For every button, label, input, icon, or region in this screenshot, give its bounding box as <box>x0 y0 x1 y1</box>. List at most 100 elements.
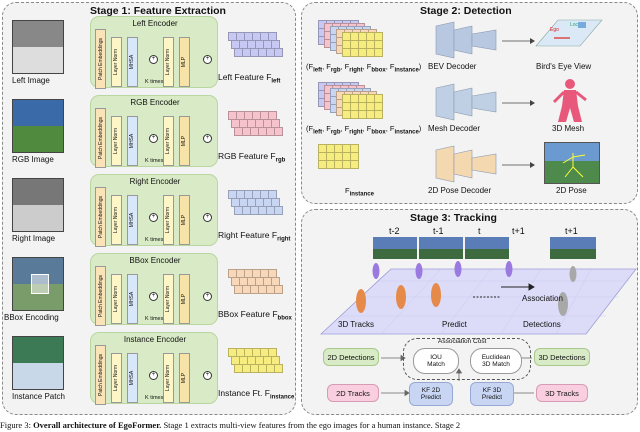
input-image <box>12 178 64 232</box>
block-patch: Patch Embeddings <box>95 266 106 326</box>
residual-add: + <box>203 292 212 301</box>
bev-ego-tag: Ego <box>550 27 559 33</box>
frame-label: t-2 <box>389 226 400 236</box>
residual-add: + <box>149 292 158 301</box>
decoder-shape <box>435 21 497 59</box>
detections-2d-box: 2D Detections <box>323 348 379 366</box>
feature-label: Right Feature Fright <box>218 230 291 243</box>
block-mlp: MLP <box>179 37 190 87</box>
feature-cell <box>374 110 383 119</box>
decoder-label: Mesh Decoder <box>428 124 481 133</box>
input-label: Instance Patch <box>12 392 65 401</box>
association-cost-label: Association Cost <box>438 338 487 345</box>
block-ln2: Layer Norm <box>163 116 174 166</box>
residual-add: + <box>149 134 158 143</box>
caption-prefix: Figure 3: <box>0 420 34 430</box>
encoder-title: RGB Encoder <box>130 98 180 107</box>
block-mhsa: MHSA <box>127 353 138 403</box>
residual-add: + <box>149 213 158 222</box>
k-times-label: K times <box>145 158 164 164</box>
block-ln1: Layer Norm <box>111 195 122 245</box>
block-mlp: MLP <box>179 116 190 166</box>
tracks-label: 3D Tracks <box>338 320 375 329</box>
feature-tensor <box>228 190 288 230</box>
block-mlp: MLP <box>179 353 190 403</box>
input-image <box>12 20 64 74</box>
flow-arrow <box>502 100 535 106</box>
feature-cell <box>274 127 283 136</box>
block-mhsa: MHSA <box>127 195 138 245</box>
caption-bold: Overall architecture of EgoFormer. <box>33 420 162 430</box>
residual-add: + <box>203 213 212 222</box>
block-mhsa: MHSA <box>127 274 138 324</box>
kf-2d-predict-box: KF 2D Predict <box>409 382 453 406</box>
fused-features <box>318 82 383 120</box>
residual-add: + <box>149 55 158 64</box>
fused-features <box>318 144 378 182</box>
output-label: 2D Pose <box>556 186 587 195</box>
bev-loc-tag: Loc <box>570 22 579 28</box>
block-ln1: Layer Norm <box>111 274 122 324</box>
bbox-overlay <box>31 274 49 294</box>
decoder-label: BEV Decoder <box>428 62 477 71</box>
flow-arrow <box>502 38 535 44</box>
block-ln2: Layer Norm <box>163 274 174 324</box>
frame-label: t+1 <box>565 226 578 236</box>
decoder-inputs: (Fleft, Frgb, Fright, Fbbox, Finstance) <box>306 124 422 136</box>
tracks-3d-box: 3D Tracks <box>536 384 588 402</box>
block-patch: Patch Embeddings <box>95 29 106 89</box>
feature-label: BBox Feature Fbbox <box>218 309 292 322</box>
encoder-title: Left Encoder <box>132 19 178 28</box>
stage1-title: Stage 1: Feature Extraction <box>90 5 226 17</box>
block-ln1: Layer Norm <box>111 353 122 403</box>
feature-tensor <box>228 111 288 151</box>
decoder-inputs: (Fleft, Frgb, Fright, Fbbox, Finstance) <box>306 62 422 74</box>
frame-label: t+1 <box>512 226 525 236</box>
input-image <box>12 336 64 390</box>
decoder-inputs: Finstance <box>345 186 374 198</box>
frame-label: t-1 <box>433 226 444 236</box>
feature-label: RGB Feature Frgb <box>218 151 286 164</box>
k-times-label: K times <box>145 395 164 401</box>
euclidean-match-node: Euclidean 3D Match <box>470 348 522 374</box>
k-times-label: K times <box>145 237 164 243</box>
feature-tensor <box>228 269 288 309</box>
detections-label: Detections <box>523 320 561 329</box>
tracking-scene <box>319 237 637 397</box>
decoder-output <box>550 76 590 124</box>
feature-cell <box>274 206 283 215</box>
feature-tensor <box>228 348 288 388</box>
encoder-title: BBox Encoder <box>129 256 181 265</box>
residual-add: + <box>203 134 212 143</box>
decoder-output <box>544 142 600 184</box>
input-label: BBox Encoding <box>4 313 59 322</box>
decoder-shape <box>435 83 497 121</box>
block-ln2: Layer Norm <box>163 195 174 245</box>
feature-cell <box>374 48 383 57</box>
feature-cell <box>274 48 283 57</box>
feature-label: Instance Ft. Finstance <box>218 388 295 401</box>
input-image <box>12 99 64 153</box>
input-label: Left Image <box>12 76 50 85</box>
iou-match-node: IOU Match <box>413 348 459 374</box>
output-label: Bird's Eye View <box>536 62 592 71</box>
residual-add: + <box>149 371 158 380</box>
decoder-output: Ego Loc <box>534 16 604 52</box>
block-ln2: Layer Norm <box>163 37 174 87</box>
feature-tensor <box>228 32 288 72</box>
fused-features <box>318 20 383 58</box>
flow-arrow <box>502 162 535 168</box>
feature-cell <box>274 285 283 294</box>
block-mlp: MLP <box>179 195 190 245</box>
stage2-title: Stage 2: Detection <box>420 5 512 17</box>
stage3-title: Stage 3: Tracking <box>410 212 497 224</box>
feature-label: Left Feature Fleft <box>218 72 281 85</box>
